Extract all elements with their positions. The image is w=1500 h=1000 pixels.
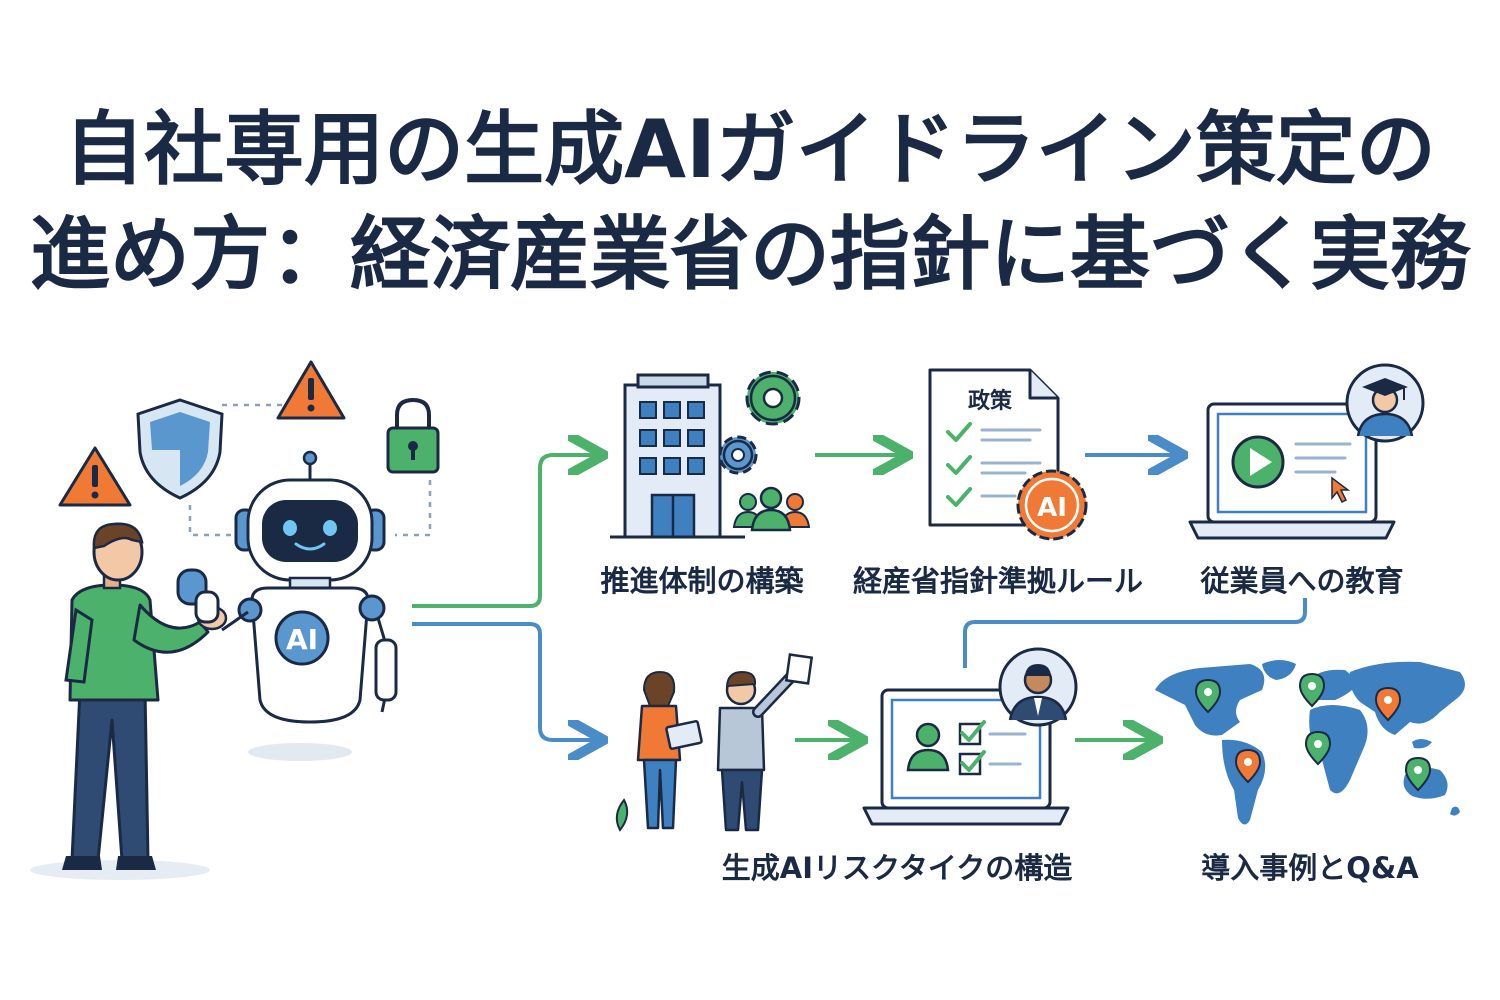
step-label-structure: 推進体制の構築 [600, 564, 804, 598]
person-illustration [62, 522, 228, 870]
step-label-rules: 経産省指針準拠ルール [852, 564, 1143, 598]
page-title-line-2: 進め方：経済産業省の指針に基づく実務 [30, 208, 1470, 301]
team-people-illustration [615, 653, 814, 832]
building-gear-icon [610, 370, 811, 539]
warning-icon [58, 446, 132, 507]
robot-illustration [221, 450, 398, 724]
training-laptop-icon [1188, 363, 1425, 540]
risk-checklist-laptop-icon [862, 647, 1078, 826]
page-title-line-1: 自社専用の生成AIガイドライン策定の [64, 103, 1436, 196]
policy-heading: 政策 [968, 388, 1013, 414]
robot-chest-label: AI [286, 623, 318, 656]
lock-icon [386, 397, 440, 474]
warning-icon [276, 360, 346, 420]
ai-chip-icon [274, 610, 330, 666]
person-robot-scene: AI [30, 360, 440, 880]
shield-icon [136, 398, 224, 500]
world-map-icon [1155, 660, 1465, 825]
step-label-risk: 生成AIリスクタイクの構造 [721, 851, 1073, 885]
step-label-cases: 導入事例とQ&A [1201, 851, 1419, 885]
policy-seal-label: AI [1037, 493, 1067, 523]
flow-connectors [412, 455, 1307, 740]
policy-document-icon [928, 368, 1088, 541]
step-label-education: 従業員への教育 [1200, 564, 1404, 598]
